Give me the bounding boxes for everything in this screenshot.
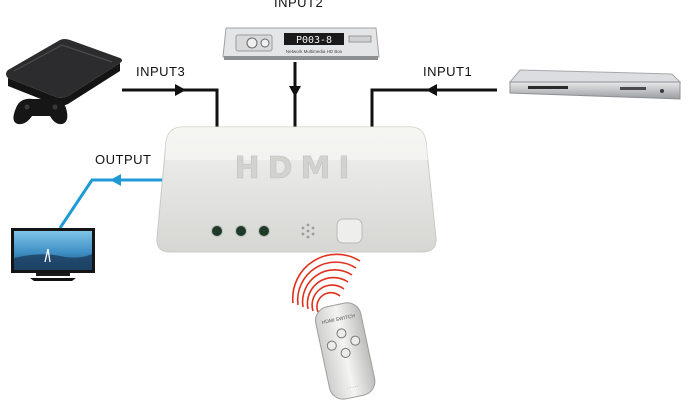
hdmi-switch-box: HDMI — [156, 126, 437, 253]
input2-wire — [289, 62, 301, 128]
dvd-player — [508, 69, 682, 100]
game-console — [6, 39, 122, 106]
output-wire — [58, 174, 170, 229]
set-top-box-caption: Network Multimedia HD Box — [286, 49, 343, 54]
game-controller-icon — [13, 98, 68, 125]
select-button — [336, 218, 363, 244]
led-indicator-3 — [258, 225, 270, 237]
switch-logo: HDMI — [234, 151, 357, 186]
input2-label: INPUT2 — [274, 0, 324, 10]
remote-control: HDMI SWITCH - - - - - — [315, 302, 376, 400]
svg-text:- - - - -: - - - - - — [347, 383, 360, 390]
input1-wire — [370, 84, 497, 128]
set-top-box: P003-8 Network Multimedia HD Box — [222, 27, 380, 60]
set-top-box-display: P003-8 — [296, 35, 332, 46]
input1-label: INPUT1 — [423, 64, 473, 79]
led-indicator-1 — [211, 225, 223, 237]
input3-wire — [122, 84, 219, 128]
led-indicator-2 — [235, 225, 247, 237]
ir-receiver-icon — [301, 223, 315, 239]
ir-signal-icon — [291, 253, 361, 313]
output-label: OUTPUT — [95, 152, 152, 167]
tv-monitor — [11, 228, 95, 281]
input3-label: INPUT3 — [136, 64, 186, 79]
